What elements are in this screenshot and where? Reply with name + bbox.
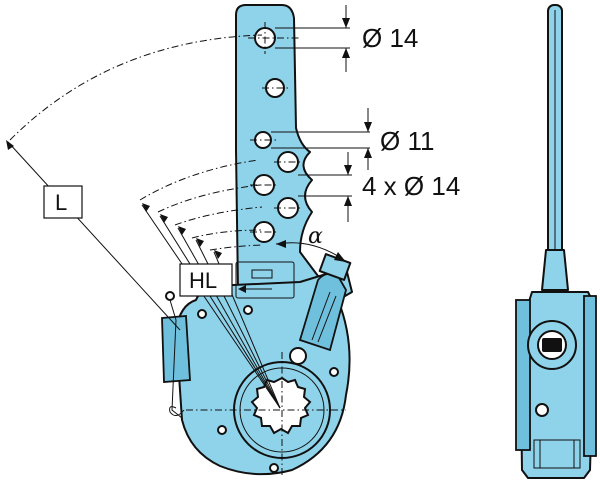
dim-top-hole-label: Ø 14: [362, 23, 418, 53]
bolt-4: [269, 463, 279, 473]
length-leader: [7, 141, 181, 331]
side-bolt: [535, 403, 549, 417]
side-body: [519, 291, 595, 479]
side-neck: [541, 249, 569, 291]
cotter-pin: [169, 406, 185, 416]
bolt-2: [243, 305, 253, 315]
side-strip: [583, 295, 597, 457]
dim-small-hole-label: Ø 11: [380, 126, 434, 156]
dim-top-hole: Ø 14: [275, 5, 418, 72]
spline-bore: [250, 376, 312, 435]
housing-plate: [235, 261, 295, 299]
worm-nut: [289, 347, 307, 365]
hole-length-label-box: HL: [179, 263, 233, 297]
length-label-box: L: [43, 185, 83, 219]
side-flange: [515, 299, 531, 451]
side-base: [533, 439, 581, 469]
hole-length-label: HL: [189, 268, 217, 293]
angle-label: α: [308, 224, 323, 249]
bolt-3: [217, 425, 227, 435]
bolt-5: [329, 367, 339, 377]
worm-slot: [311, 291, 331, 341]
side-bracket: [161, 315, 191, 383]
dim-multi-hole-label: 4 x Ø 14: [362, 171, 460, 201]
dim-small-hole: Ø 11: [271, 108, 434, 170]
angle-indicator: α: [275, 224, 346, 262]
clevis-pin: [169, 299, 183, 419]
worm-slot-2: [317, 295, 337, 343]
front-view: [161, 4, 353, 476]
indicator-arrowhead: [238, 285, 246, 293]
indicator-window: [251, 269, 273, 279]
dim-multi-hole: 4 x Ø 14: [298, 152, 460, 222]
side-hub-logo: [542, 338, 562, 352]
pin-head: [165, 291, 175, 301]
side-view: [515, 4, 597, 479]
bolt-1: [197, 309, 207, 319]
length-label: L: [55, 190, 67, 215]
